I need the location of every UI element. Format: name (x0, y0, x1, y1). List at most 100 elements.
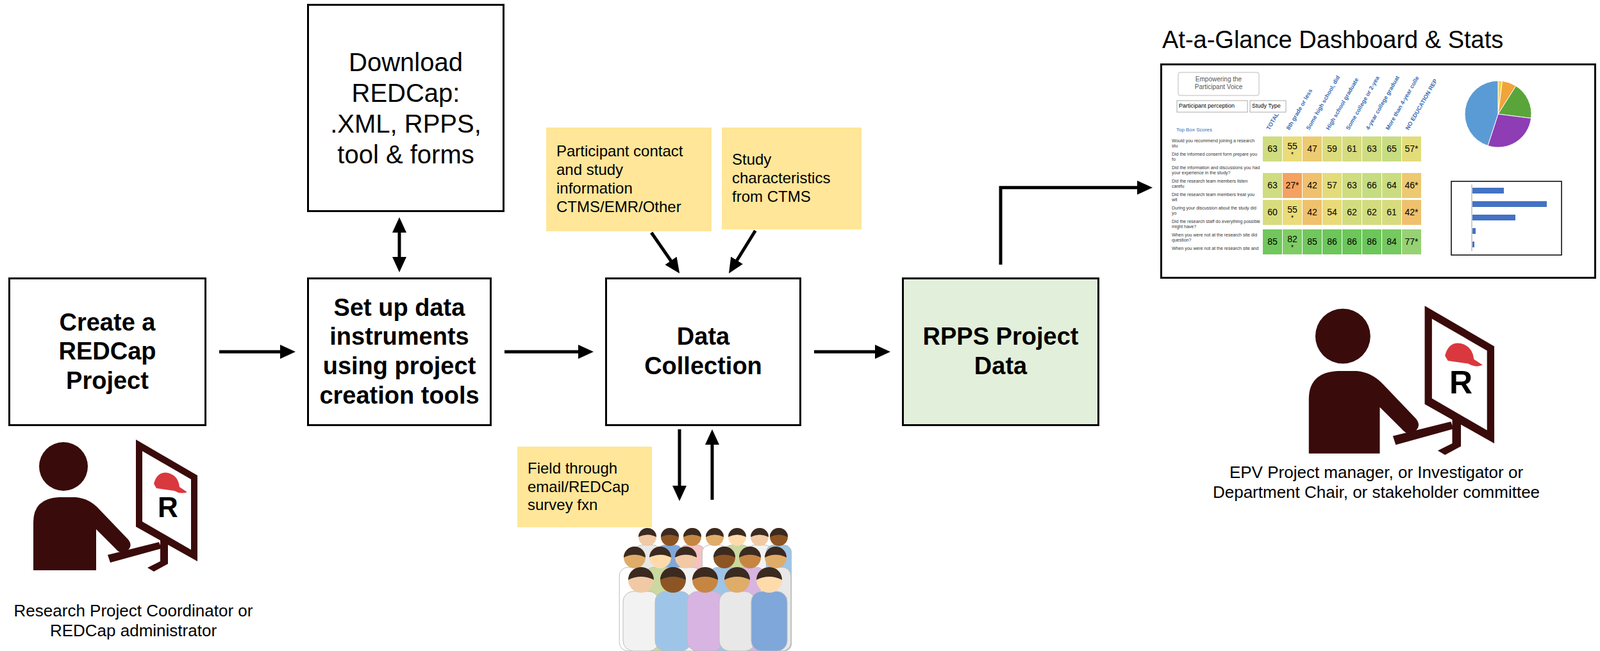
cell-value: 61 (1342, 143, 1362, 155)
question-text: Did the informed consent form prepare yo… (1171, 151, 1261, 163)
heatmap-cell (1322, 200, 1342, 225)
person-hair (623, 546, 646, 558)
person-body (634, 545, 660, 651)
heatmap-cell (1302, 200, 1322, 225)
person-figure (644, 546, 676, 651)
question-text: Did the research staff do everything pos… (1171, 219, 1261, 231)
heatmap-cell (1362, 173, 1382, 199)
pie-slice (1498, 80, 1517, 115)
box-label: Study characteristics from CTMS (732, 150, 852, 206)
box-label: Create a REDCap Project (19, 308, 196, 397)
flow-arrow (651, 232, 676, 268)
heatmap-cell (1401, 173, 1422, 199)
cell-value: 85 (1302, 236, 1322, 248)
person-figure (670, 546, 702, 651)
cell-value: 42 (1302, 180, 1322, 192)
bar-chart-frame (1451, 181, 1562, 256)
flow-arrow (710, 435, 715, 500)
source-note: Participant contact and study informatio… (546, 127, 712, 232)
heatmap-cell (1382, 173, 1402, 199)
panel-title: At-a-Glance Dashboard & Stats (1162, 25, 1504, 56)
heatmap-cell (1262, 173, 1283, 199)
person-figure (708, 546, 740, 651)
box-label: RPPS Project Data (912, 322, 1089, 381)
heatmap-cell (1382, 200, 1402, 225)
cell-value: 77* (1401, 236, 1422, 248)
cell-value: 57 (1322, 180, 1342, 192)
person-body (657, 545, 683, 651)
person-hair (713, 546, 736, 558)
cell-value: 85 (1262, 236, 1283, 248)
person-body (746, 545, 772, 651)
person-body (708, 567, 740, 651)
person-head (675, 546, 697, 569)
cell-value: 59 (1322, 143, 1342, 155)
section-heading: Top Box Scores (1176, 126, 1254, 134)
person-head (660, 567, 686, 593)
flow-arrow (398, 223, 402, 267)
role-caption: Research Project Coordinator or REDCap a… (2, 601, 265, 642)
heatmap-cell (1362, 200, 1382, 225)
cell-value: 63 (1262, 143, 1283, 155)
bar (1472, 228, 1476, 234)
person-hair (683, 528, 702, 538)
cell-value: 57* (1401, 143, 1422, 155)
cell-value: 54 (1322, 207, 1342, 218)
box-label: Download REDCap: .XML, RPPS, tool & form… (324, 46, 488, 170)
dropdown-box (1250, 100, 1286, 113)
person-body (687, 591, 724, 651)
question-text: Did the research team members treat you … (1171, 192, 1261, 204)
column-header: TOTAL (1265, 111, 1281, 132)
heatmap-cell (1322, 173, 1342, 199)
heatmap-cell (1282, 229, 1302, 255)
person-head (764, 546, 787, 569)
person-body (760, 567, 792, 651)
cell-value: 84 (1382, 236, 1402, 248)
cell-value: 62 (1362, 207, 1382, 218)
column-header: Some high school, did (1305, 74, 1342, 132)
person-body (670, 567, 702, 651)
person-head (728, 528, 747, 547)
pie-slice (1464, 80, 1499, 146)
person-head (638, 528, 657, 547)
person-head (769, 528, 788, 547)
person-figure (701, 528, 727, 651)
pie-chart (1464, 80, 1532, 148)
heatmap-cell (1401, 200, 1422, 225)
person-hair (692, 567, 718, 581)
person-body (719, 591, 756, 651)
person-hair (739, 546, 761, 558)
cell-value: 82 (1282, 233, 1302, 245)
person-body (619, 567, 650, 651)
logo-frame (1178, 72, 1259, 96)
cell-note: * (1282, 215, 1302, 222)
person-head (705, 528, 724, 547)
person-body (724, 545, 750, 651)
cell-value: 65 (1382, 143, 1402, 155)
bar-chart (1472, 187, 1547, 248)
person-hair (649, 546, 672, 558)
cell-note: * (1282, 151, 1302, 159)
person-body (644, 567, 676, 651)
person-icon (1308, 305, 1495, 456)
cell-value: 63 (1362, 143, 1382, 155)
person-hair (750, 528, 769, 538)
person-figure (655, 567, 692, 651)
person-hair (675, 546, 697, 558)
cell-value: 86 (1362, 236, 1382, 248)
person-hair (724, 567, 750, 581)
bar (1472, 201, 1547, 208)
person-hair (628, 567, 654, 581)
heatmap-cell (1322, 136, 1342, 162)
person-figure (687, 567, 724, 651)
heatmap-cell (1282, 136, 1302, 162)
person-head (724, 567, 750, 593)
heatmap-cell (1382, 229, 1402, 255)
heatmap-cell (1302, 173, 1322, 199)
flow-arrow (219, 350, 290, 354)
person-figure (719, 567, 756, 651)
cell-value: 63 (1262, 180, 1283, 192)
bar (1472, 241, 1475, 248)
heatmap-cell (1282, 173, 1302, 199)
cell-value: 64 (1382, 180, 1402, 192)
